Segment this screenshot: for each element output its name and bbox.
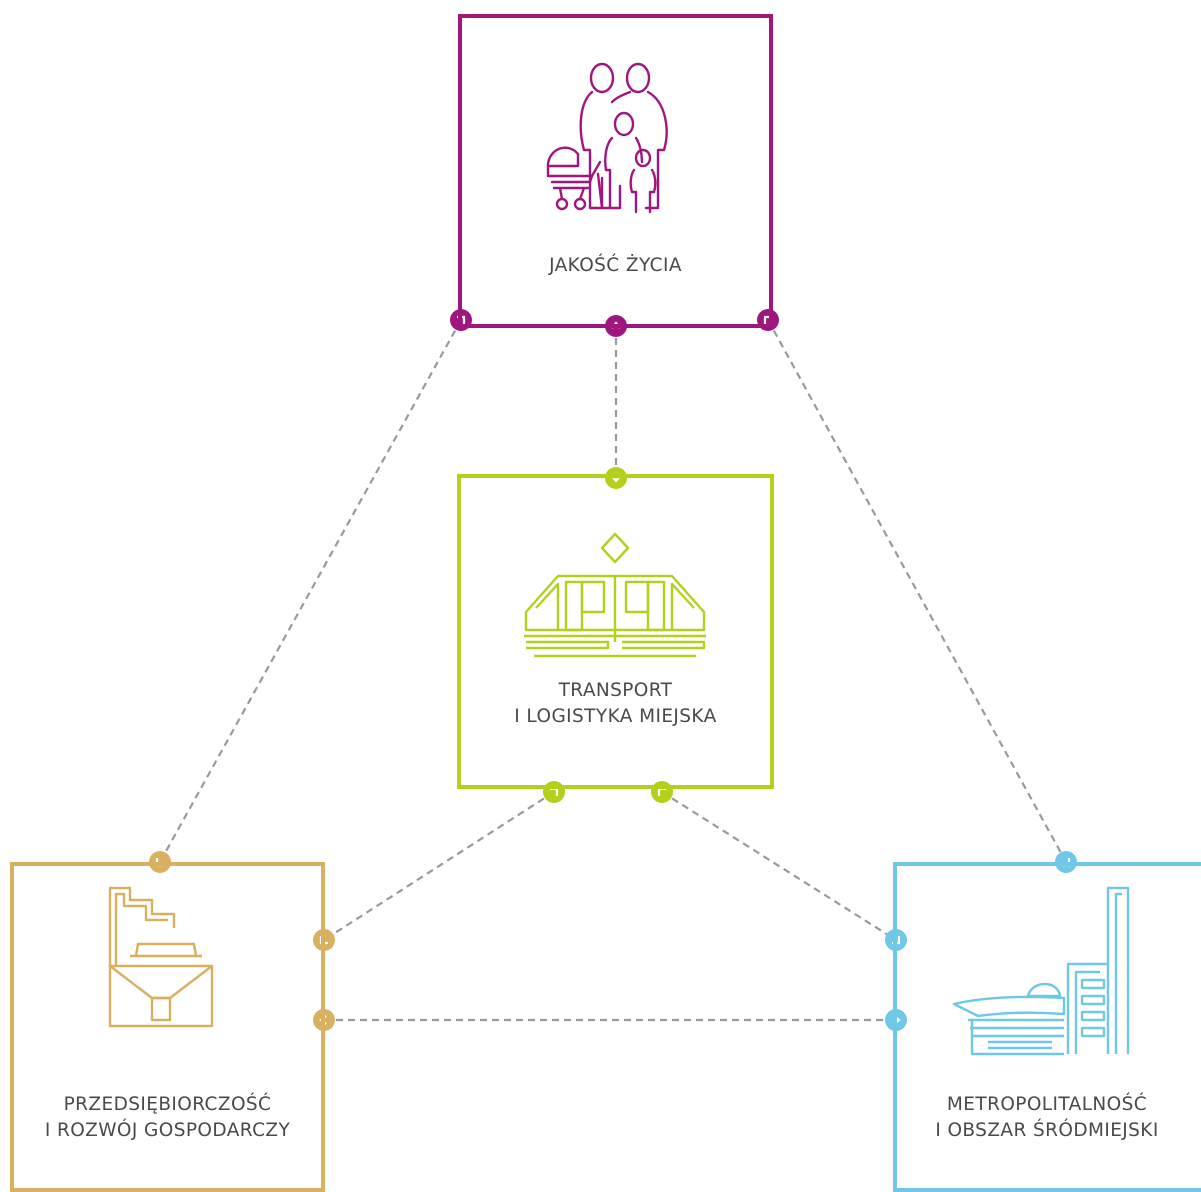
tram-icon	[524, 532, 706, 658]
label-line: PRZEDSIĘBIORCZOŚĆ	[63, 1094, 272, 1115]
node-quality-of-life	[458, 14, 773, 328]
label-line: I LOGISTYKA MIEJSKA	[514, 706, 717, 727]
label-line: I OBSZAR ŚRÓDMIEJSKI	[935, 1120, 1159, 1141]
label-metropolitan: METROPOLITALNOŚĆ I OBSZAR ŚRÓDMIEJSKI	[893, 1092, 1201, 1144]
connector-quality-to-metropolitan	[767, 319, 1067, 863]
label-line: JAKOŚĆ ŻYCIA	[549, 255, 682, 276]
briefcase-icon	[108, 886, 214, 1028]
label-entrepreneurship: PRZEDSIĘBIORCZOŚĆ I ROZWÓJ GOSPODARCZY	[10, 1092, 325, 1144]
family-icon	[546, 62, 668, 214]
label-line: I ROZWÓJ GOSPODARCZY	[44, 1120, 291, 1141]
connector-transport-to-metropolitan	[661, 791, 897, 941]
label-transport: TRANSPORT I LOGISTYKA MIEJSKA	[457, 678, 774, 730]
connector-transport-to-entrepreneurship	[323, 791, 555, 941]
node-transport	[457, 474, 774, 789]
label-line: TRANSPORT	[558, 680, 673, 701]
label-line: METROPOLITALNOŚĆ	[946, 1094, 1148, 1115]
label-quality-of-life: JAKOŚĆ ŻYCIA	[458, 253, 773, 279]
connector-quality-to-entrepreneurship	[159, 319, 462, 863]
city-buildings-icon	[952, 886, 1130, 1056]
